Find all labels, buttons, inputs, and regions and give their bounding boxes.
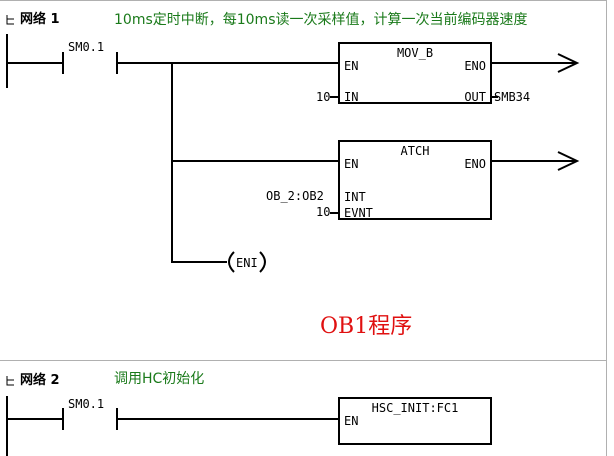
right-border (606, 0, 607, 456)
contact-left-bar (62, 408, 64, 430)
pin-out: OUT (464, 90, 486, 104)
rung-wire (6, 418, 62, 420)
rung-wire (492, 160, 576, 162)
network-divider (0, 360, 606, 361)
network-title[interactable]: 网络 1 (20, 12, 60, 27)
pin-evnt: EVNT (344, 206, 373, 220)
contact-label[interactable]: SM0.1 (68, 40, 105, 54)
pin-eno: ENO (464, 59, 486, 73)
pin-en: EN (344, 157, 359, 171)
rung-wire (492, 62, 576, 64)
pin-int: INT (344, 190, 366, 204)
rung-wire (171, 160, 341, 162)
network-comment[interactable]: 10ms定时中断，每10ms读一次采样值，计算一次当前编码器速度 (114, 12, 528, 28)
pin-en: EN (344, 59, 359, 73)
param-in-value[interactable]: 10 (316, 90, 331, 104)
param-stub (492, 96, 498, 98)
mov-b-block[interactable]: MOV_B EN ENO IN OUT (338, 42, 492, 104)
block-name: MOV_B (396, 46, 434, 60)
rung-wire (6, 62, 62, 64)
contact-label[interactable]: SM0.1 (68, 397, 105, 411)
coil-label[interactable]: ENI (236, 256, 258, 270)
rung-wire (116, 62, 341, 64)
hsc-init-block[interactable]: HSC_INIT:FC1 EN (338, 397, 492, 445)
pin-eno: ENO (464, 157, 486, 171)
collapse-toggle-icon[interactable] (6, 13, 16, 25)
pin-in: IN (344, 90, 359, 104)
block-name: HSC_INIT:FC1 (371, 401, 459, 415)
branch-wire (171, 62, 173, 262)
power-rail (6, 396, 8, 456)
param-stub (330, 212, 338, 214)
rung-wire (171, 261, 227, 263)
coil-icon[interactable] (222, 250, 272, 274)
param-stub (330, 96, 338, 98)
collapse-toggle-icon[interactable] (6, 374, 16, 386)
output-arrow-icon (557, 151, 580, 171)
atch-block[interactable]: ATCH EN ENO INT EVNT (338, 140, 492, 220)
output-arrow-icon (557, 53, 580, 73)
param-out-value[interactable]: SMB34 (494, 90, 531, 104)
power-rail (6, 34, 8, 88)
network-comment[interactable]: 调用HC初始化 (114, 371, 205, 387)
top-border (0, 0, 606, 1)
contact-left-bar (62, 52, 64, 74)
rung-wire (116, 418, 341, 420)
program-annotation: OB1程序 (320, 314, 413, 339)
pin-en: EN (344, 414, 359, 428)
param-int-value[interactable]: OB_2:OB2 (266, 189, 324, 203)
param-evnt-value[interactable]: 10 (316, 205, 331, 219)
network-title[interactable]: 网络 2 (20, 373, 60, 388)
block-name: ATCH (400, 144, 430, 158)
